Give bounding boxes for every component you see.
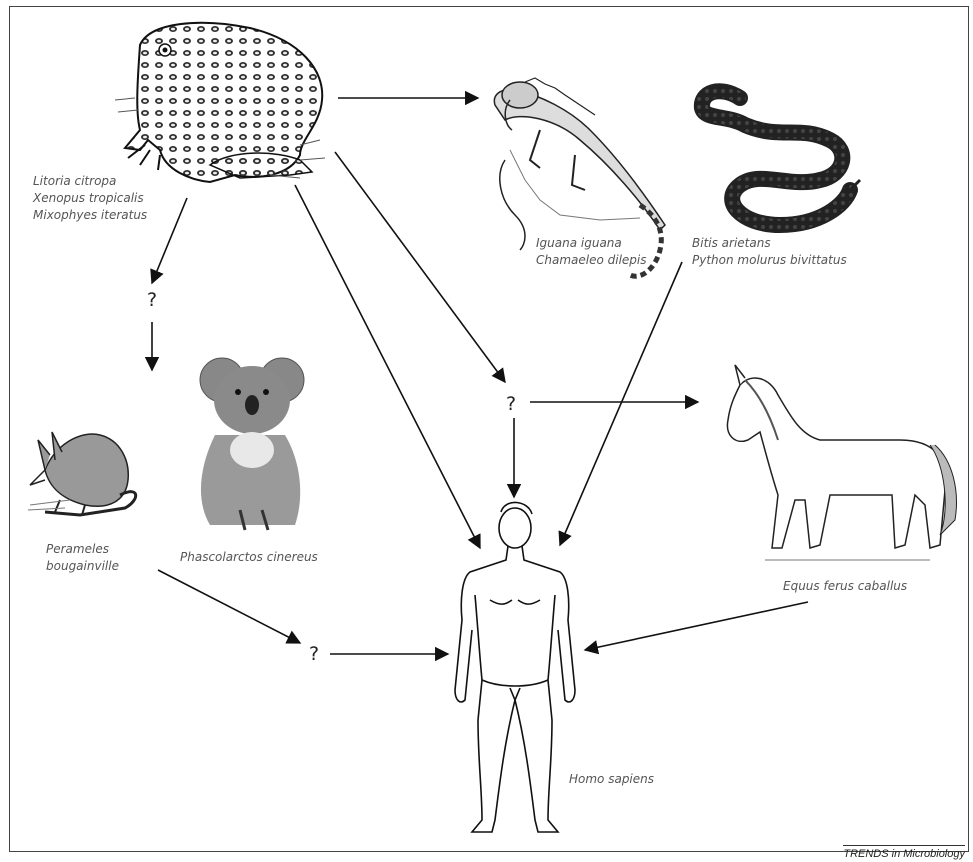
arrow-horse-to-human xyxy=(585,602,808,650)
label-iguana-2: Chamaeleo dilepis xyxy=(536,252,647,269)
label-bandicoot-1: Perameles xyxy=(46,541,119,558)
label-iguana-species: Iguana iguana Chamaeleo dilepis xyxy=(536,235,647,269)
label-koala-1: Phascolarctos cinereus xyxy=(180,549,318,566)
arrow-marsupials-to-q3 xyxy=(158,570,300,643)
label-snake-2: Python molurus bivittatus xyxy=(692,252,847,269)
unknown-marker-1: ? xyxy=(147,290,157,310)
label-horse-species: Equus ferus caballus xyxy=(783,578,907,595)
label-snake-1: Bitis arietans xyxy=(692,235,847,252)
koala-illustration xyxy=(200,358,304,530)
label-human-1: Homo sapiens xyxy=(569,771,654,788)
arrow-frog-to-q2 xyxy=(335,152,505,382)
unknown-marker-3: ? xyxy=(309,644,319,664)
label-snake-species: Bitis arietans Python molurus bivittatus xyxy=(692,235,847,269)
arrow-frog-to-q1 xyxy=(152,198,187,283)
label-frog-2: Xenopus tropicalis xyxy=(33,190,147,207)
label-frog-1: Litoria citropa xyxy=(33,173,147,190)
label-bandicoot-species: Perameles bougainville xyxy=(46,541,119,575)
arrow-snake-to-human xyxy=(560,262,682,545)
unknown-marker-2: ? xyxy=(506,394,516,414)
label-iguana-1: Iguana iguana xyxy=(536,235,647,252)
bandicoot-illustration xyxy=(28,432,136,515)
frog-illustration xyxy=(115,23,325,182)
label-koala-species: Phascolarctos cinereus xyxy=(180,549,318,566)
snake-illustration xyxy=(702,91,860,225)
label-frog-3: Mixophyes iteratus xyxy=(33,207,147,224)
arrow-frog-to-human xyxy=(295,185,480,548)
label-horse-1: Equus ferus caballus xyxy=(783,578,907,595)
footer-rule xyxy=(843,845,965,846)
horse-illustration xyxy=(727,365,956,560)
label-bandicoot-2: bougainville xyxy=(46,558,119,575)
footer-source: TRENDS in Microbiology xyxy=(843,848,965,860)
label-human-species: Homo sapiens xyxy=(569,771,654,788)
human-illustration xyxy=(455,502,575,832)
label-frog-species: Litoria citropa Xenopus tropicalis Mixop… xyxy=(33,173,147,224)
